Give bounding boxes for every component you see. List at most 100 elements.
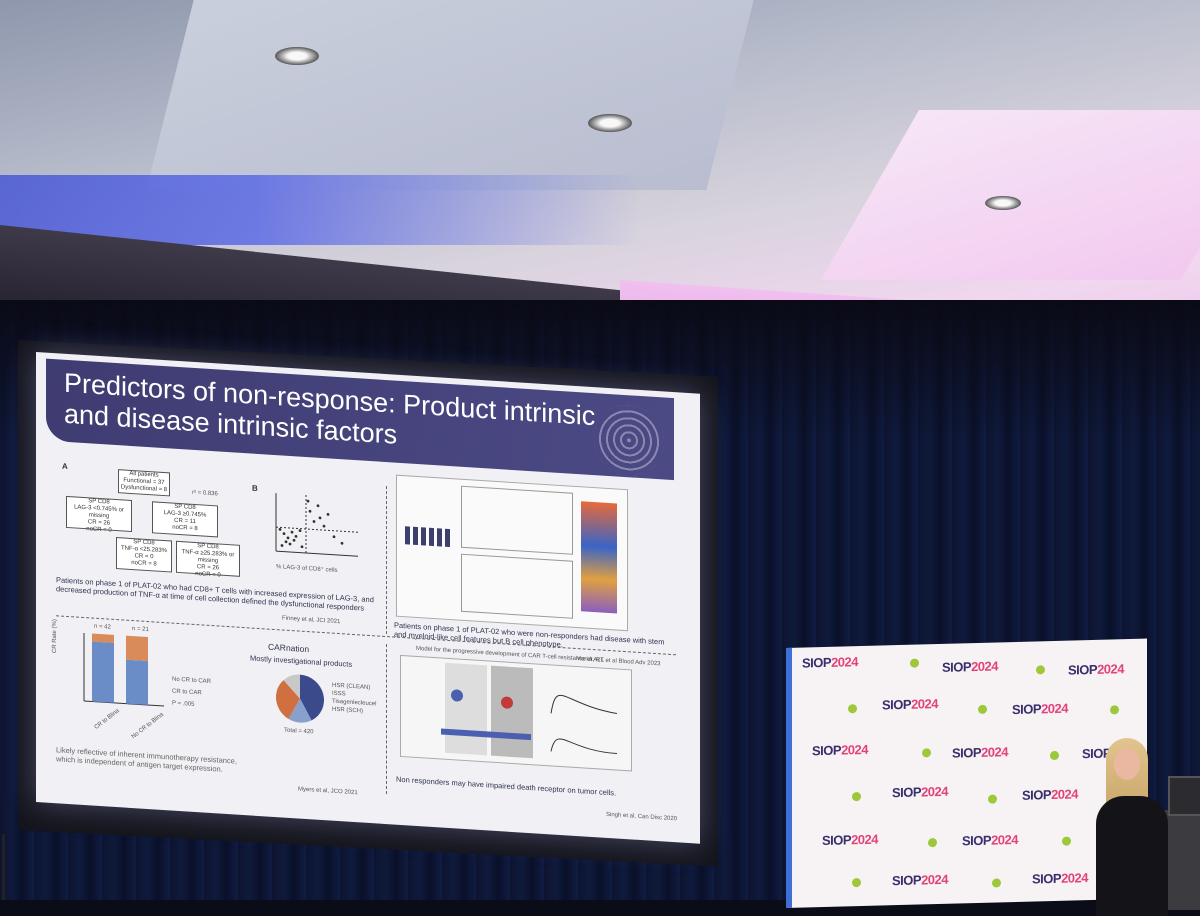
scatter-point: [298, 529, 302, 533]
pie-total: Total = 420: [284, 727, 314, 736]
scatter-point: [308, 509, 312, 513]
pie-slice: [276, 680, 300, 719]
pie-legend-1: HSR (CLEAN): [332, 682, 371, 692]
siop-logo: SIOP2024: [962, 831, 1018, 849]
ceiling-light: [275, 47, 319, 65]
ceiling-light: [588, 114, 632, 132]
caption-bottom-left: Likely reflective of inherent immunother…: [56, 745, 237, 774]
vertical-divider: [386, 486, 387, 635]
pie-chart: [276, 674, 324, 723]
flower-dot: [848, 704, 857, 714]
flower-dot: [1110, 705, 1119, 715]
figure-stage-1: [445, 662, 487, 756]
caption-bottom-right: Non responders may have impaired death r…: [396, 774, 617, 798]
figure-stage-2: [491, 665, 533, 759]
scatter-point: [340, 541, 344, 545]
bar-chart: [83, 632, 164, 707]
laptop: [1168, 776, 1200, 816]
citation-bottom-right: Singh et al, Can Disc 2020: [606, 811, 678, 823]
flower-dot: [1036, 665, 1045, 675]
flower-dot: [992, 878, 1001, 888]
scatter-point: [322, 524, 326, 528]
legend-cr: CR to CAR: [172, 688, 202, 697]
flower-dot: [1050, 750, 1059, 761]
siop-logo: SIOP2024: [892, 783, 948, 801]
bar-y-label: CR Rate (%): [52, 618, 58, 654]
pie-slice: [288, 698, 312, 723]
bar-n2: n = 21: [132, 626, 149, 634]
decorative-rings: [594, 403, 664, 478]
blue-uplight: [0, 175, 640, 245]
siop-logo: SIOP2024: [1022, 786, 1078, 803]
patient-icons: [405, 526, 453, 548]
scatter-point: [292, 538, 296, 542]
siop-logo: SIOP2024: [952, 744, 1008, 761]
ceiling-panel-pink: [820, 110, 1200, 280]
carnation-title: CARnation: [268, 641, 310, 655]
scatter-point: [288, 542, 292, 546]
scatter-point: [312, 520, 316, 523]
pie-slice: [300, 674, 324, 721]
panel-b-label: B: [252, 483, 258, 493]
scatter-point: [286, 536, 290, 540]
flower-dot: [988, 794, 997, 804]
citation-top-left: Finney et al, JCI 2021: [282, 615, 341, 626]
scatter-point: [290, 530, 294, 534]
scatter-point: [284, 540, 288, 544]
scatter-point: [294, 534, 298, 538]
scatter-point: [278, 527, 282, 531]
panel-a-label: A: [62, 461, 68, 471]
siop-logo: SIOP2024: [802, 654, 858, 671]
microphone-stand: [2, 834, 27, 900]
tree-bottom-right-node: SP CD8 TNF-α ≥25.283% or missing CR = 26…: [176, 540, 240, 579]
tree-right-node: SP CD8 LAG-3 ≥0.745% CR = 11 noCR = 8: [152, 501, 218, 538]
bar-cr-to-blina-nocr: [92, 633, 114, 643]
ceiling-light: [985, 196, 1021, 210]
carnation-subtitle: Mostly investigational products: [250, 653, 353, 669]
bar-n1: n = 42: [94, 623, 111, 631]
cell-icon: [501, 696, 513, 710]
workflow-figure: [396, 474, 628, 632]
presentation-slide: Predictors of non-response: Product intr…: [36, 352, 700, 844]
flower-dot: [922, 748, 931, 758]
bar-cat-2: No CR to Blina: [130, 711, 165, 741]
vertical-divider-lower: [386, 644, 387, 795]
ceiling-panel: [146, 0, 754, 190]
siop-logo: SIOP2024: [882, 696, 938, 713]
scatter-point: [306, 499, 310, 503]
tree-bottom-left-node: SP CD8 TNF-α <25.283% CR = 0 noCR = 8: [116, 537, 172, 573]
p-value: P = .005: [172, 700, 195, 708]
flower-dot: [928, 838, 937, 848]
scatter-point: [318, 516, 322, 520]
presenter: [1092, 738, 1172, 916]
caption-top-left: Patients on phase 1 of PLAT-02 who had C…: [56, 575, 374, 613]
tree-root-node: All patients Functional = 37 Dysfunction…: [118, 469, 170, 497]
siop-logo: SIOP2024: [822, 831, 878, 849]
siop-logo: SIOP2024: [812, 741, 868, 759]
heatmap-column: [581, 501, 617, 614]
scatter-point: [300, 545, 304, 549]
workflow-box-bottom: [461, 553, 573, 619]
tree-left-node: SP CD8 LAG-3 <0.745% or missing CR = 26 …: [66, 495, 132, 534]
scatter-point: [280, 544, 284, 547]
scatter-point: [282, 532, 286, 536]
bar-cr-to-blina-cr: [92, 641, 114, 703]
pie-legend-4: HSR (SCH): [332, 706, 363, 715]
flower-dot: [852, 878, 861, 888]
siop-logo: SIOP2024: [1032, 870, 1088, 887]
presenter-body: [1096, 796, 1168, 916]
scatter-plot: [275, 493, 358, 557]
flower-dot: [852, 792, 861, 802]
flower-dot: [1062, 836, 1071, 846]
scatter-point: [326, 512, 330, 516]
bar-no-cr-to-blina-nocr: [126, 635, 148, 662]
flower-dot: [910, 658, 919, 668]
siop-logo: SIOP2024: [942, 658, 998, 675]
siop-logo: SIOP2024: [1012, 700, 1068, 718]
survival-curves: [550, 694, 618, 755]
legend-no-cr: No CR to CAR: [172, 676, 212, 686]
siop-logo: SIOP2024: [1068, 661, 1124, 678]
scatter-point: [316, 504, 320, 508]
death-receptor-figure: [400, 654, 632, 772]
pie-slice: [283, 674, 300, 699]
